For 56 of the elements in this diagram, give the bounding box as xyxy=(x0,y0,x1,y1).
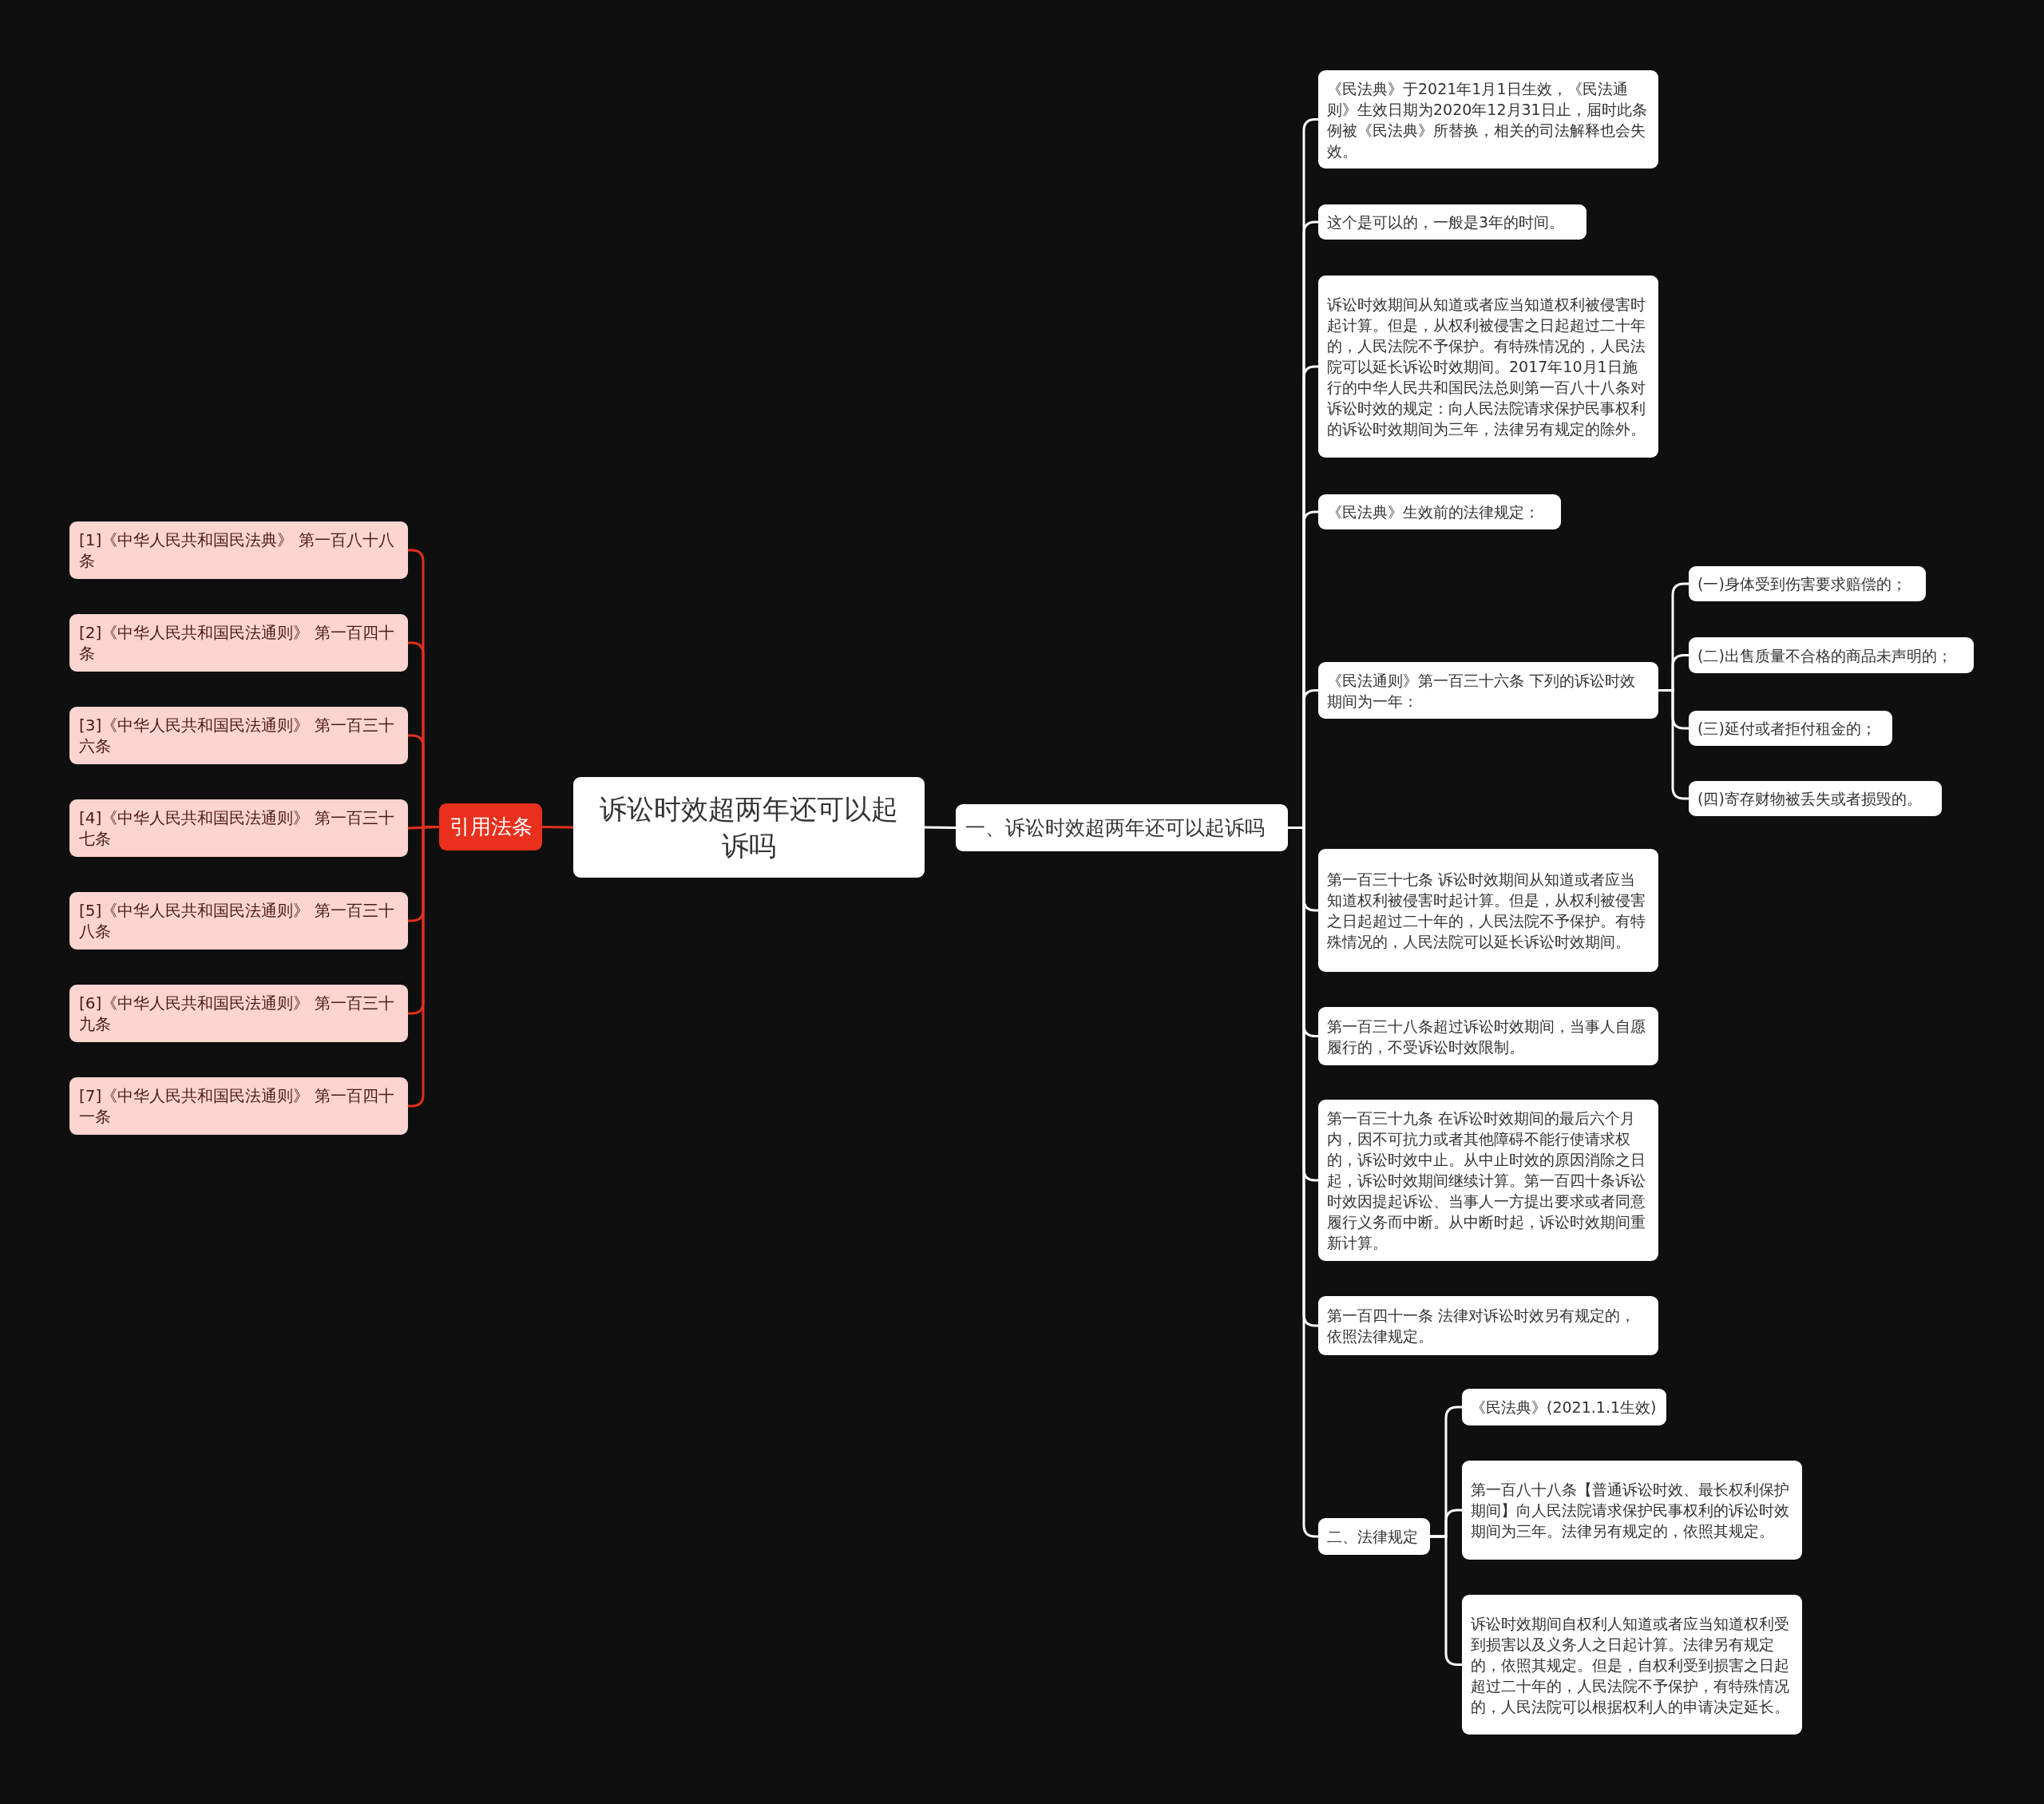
topic-text: [1]《中华人民共和国民法典》 第一百八十八条 xyxy=(79,529,395,571)
topic-text: (四)寄存财物被丢失或者损毁的。 xyxy=(1697,789,1923,809)
topic-box xyxy=(1318,662,1658,719)
topic-text: (一)身体受到伤害要求赔偿的； xyxy=(1697,574,1907,594)
topic-text: [7]《中华人民共和国民法通则》 第一百四十一条 xyxy=(79,1085,395,1127)
topic-text: (三)延付或者拒付租金的； xyxy=(1697,719,1877,739)
topic-text: [3]《中华人民共和国民法通则》 第一百三十六条 xyxy=(79,715,395,756)
topic-text: 第一百三十九条 在诉讼时效期间的最后六个月内，因不可抗力或者其他障碍不能行使请求权的，诉讼时效中止。从中止时效的原因消除之日起，诉讼时效期间继续计算。第一百四十条诉讼时效因提起诉讼、当事人一方提出要求或者同意履行义务而中断。从中断时起，诉讼时效期间重新计算。 xyxy=(1327,1108,1646,1253)
topic-text: 第一百三十八条超过诉讼时效期间，当事人自愿履行的，不受诉讼时效限制。 xyxy=(1327,1016,1646,1057)
connector-line xyxy=(541,826,574,829)
topic-text: 《民法通则》第一百三十六条 下列的诉讼时效期间为一年： xyxy=(1327,670,1637,712)
branch-box xyxy=(956,804,1288,851)
topic-box xyxy=(1318,494,1561,529)
reference-box xyxy=(69,1077,408,1135)
topic-box xyxy=(1318,204,1586,240)
topic-box xyxy=(1318,1007,1658,1065)
topic-text: 《民法典》生效前的法律规定： xyxy=(1327,502,1540,522)
reference-box xyxy=(69,614,408,672)
topic-text: 第一百四十一条 法律对诉讼时效另有规定的，依照法律规定。 xyxy=(1327,1306,1637,1346)
topic-text: [5]《中华人民共和国民法通则》 第一百三十八条 xyxy=(79,900,395,942)
central-topic-box xyxy=(573,777,925,878)
topic-box xyxy=(1318,276,1658,458)
topic-text: 第一百三十七条 诉讼时效期间从知道或者应当知道权利被侵害时起计算。但是，从权利被侵害之日起超过二十年的，人民法院不予保护。有特殊情况的，人民法院可以延长诉讼时效期间。 xyxy=(1327,870,1646,952)
topic-box xyxy=(1462,1461,1802,1560)
reference-box xyxy=(69,985,408,1042)
topic-box xyxy=(1689,781,1942,816)
topic-text: 诉讼时效期间自权利人知道或者应当知道权利受到损害以及义务人之日起计算。法律另有规定的，依照其规定。但是，自权利受到损害之日起超过二十年的，人民法院不予保护，有特殊情况的，人民法院可以根据权利人的申请决定延长。 xyxy=(1471,1613,1790,1717)
topic-box xyxy=(1462,1389,1666,1425)
topic-text: [2]《中华人民共和国民法通则》 第一百四十条 xyxy=(79,622,395,664)
connector-line xyxy=(924,826,957,829)
topic-text: (二)出售质量不合格的商品未声明的； xyxy=(1697,645,1953,666)
topic-box xyxy=(1318,70,1658,169)
topic-text: 引用法条 xyxy=(448,814,533,840)
topic-text: 《民法典》于2021年1月1日生效，《民法通则》生效日期为2020年12月31日止，届时此条例被《民法典》所替换，相关的司法解释也会失效。 xyxy=(1327,78,1648,161)
topic-text: 诉讼时效期间从知道或者应当知道权利被侵害时起计算。但是，从权利被侵害之日起超过二十年的，人民法院不予保护。有特殊情况的，人民法院可以延长诉讼时效期间。2017年10月1日施行的中华人民共和国民法总则第一百八十八条对诉讼时效的规定：向人民法院请求保护民事权利的诉讼时效期间为三年，法律另有规定的除外。 xyxy=(1327,295,1646,439)
topic-box xyxy=(1318,849,1658,972)
topic-box xyxy=(1462,1595,1802,1735)
topic-box xyxy=(1689,637,1974,673)
topic-text: 第一百八十八条【普通诉讼时效、最长权利保护期间】向人民法院请求保护民事权利的诉讼时效期间为三年。法律另有规定的，依照其规定。 xyxy=(1471,1480,1790,1541)
topic-text: 诉讼时效超两年还可以起诉吗 xyxy=(599,792,899,863)
reference-box xyxy=(69,892,408,950)
topic-box xyxy=(1318,1100,1658,1261)
topic-box xyxy=(1689,566,1926,601)
topic-text: [4]《中华人民共和国民法通则》 第一百三十七条 xyxy=(79,807,395,849)
topic-box xyxy=(1689,711,1892,746)
topic-text: [6]《中华人民共和国民法通则》 第一百三十九条 xyxy=(79,993,395,1034)
reference-box xyxy=(69,521,408,579)
topic-box xyxy=(1318,1296,1658,1355)
topic-text: 二、法律规定 xyxy=(1327,1527,1419,1547)
topic-text: 一、诉讼时效超两年还可以起诉吗 xyxy=(965,815,1266,841)
topic-box xyxy=(1318,1518,1430,1555)
reference-box xyxy=(69,799,408,857)
topic-text: 《民法典》(2021.1.1生效) xyxy=(1471,1398,1658,1417)
topic-text: 这个是可以的，一般是3年的时间。 xyxy=(1327,212,1566,232)
reference-box xyxy=(69,707,408,764)
category-box xyxy=(439,803,542,850)
